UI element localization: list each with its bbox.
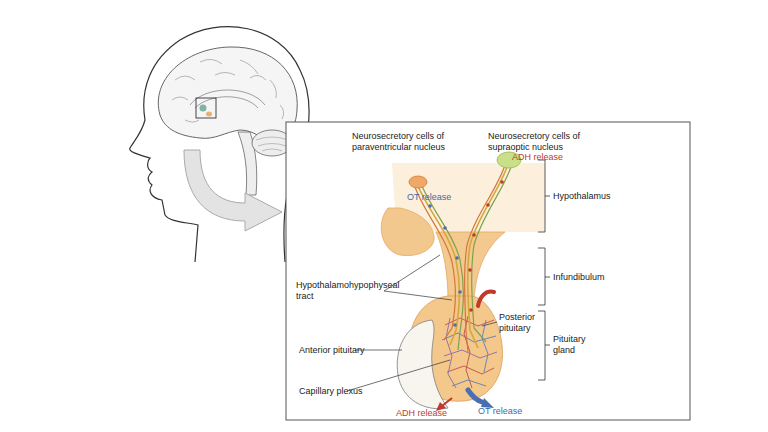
adh-granule xyxy=(500,180,504,184)
brain xyxy=(158,47,297,140)
release-label: OT release xyxy=(407,192,451,203)
hormone-granules xyxy=(428,180,504,327)
hypothalamus-highlight xyxy=(200,105,207,112)
leader-lines xyxy=(347,255,497,391)
bracket xyxy=(538,248,550,305)
adh-granule xyxy=(486,203,490,207)
anterior-pituitary xyxy=(397,320,448,409)
brackets xyxy=(538,160,550,380)
adh-granule xyxy=(472,233,476,237)
paraventricular-nucleus xyxy=(409,176,427,188)
head-outline xyxy=(130,27,309,262)
axon xyxy=(422,186,463,350)
ot-release-vessel xyxy=(468,390,482,402)
bracket xyxy=(538,160,550,232)
part-label: Hypothalamohypophyseal tract xyxy=(296,280,388,302)
capillary xyxy=(447,366,494,374)
ot-granule xyxy=(455,256,459,260)
adh-granule xyxy=(468,268,472,272)
zoom-box xyxy=(196,98,216,118)
part-label: Capillary plexus xyxy=(299,386,363,397)
brain-sulci xyxy=(172,59,284,122)
part-label: Neurosecretory cells of supraoptic nucle… xyxy=(488,131,606,153)
part-label: Posterior pituitary xyxy=(499,312,549,334)
bracket xyxy=(538,311,550,380)
region-label: Hypothalamus xyxy=(553,191,611,202)
adh-granule xyxy=(469,308,473,312)
blood-vessel-in xyxy=(478,292,494,306)
release-label: ADH release xyxy=(512,152,563,163)
release-label: ADH release xyxy=(396,408,447,419)
cerebellum-folds xyxy=(256,137,288,151)
part-label: Anterior pituitary xyxy=(299,345,365,356)
ot-granule xyxy=(458,290,462,294)
optic-chiasm xyxy=(381,208,434,256)
capillary xyxy=(482,320,488,372)
pituitary-highlight xyxy=(206,112,212,117)
inset-frame xyxy=(286,122,690,420)
leader-line xyxy=(384,291,452,300)
ot-granule xyxy=(428,204,432,208)
region-label: Pituitary gland xyxy=(553,334,603,356)
part-label: Neurosecretory cells of paraventricular … xyxy=(352,131,482,153)
region-label: Infundibulum xyxy=(553,272,605,283)
zoom-arrow xyxy=(184,150,282,231)
ot-granule xyxy=(453,323,457,327)
leader-line xyxy=(482,322,497,326)
release-label: OT release xyxy=(478,406,522,417)
axon xyxy=(415,187,455,340)
adh-release-arrow xyxy=(442,398,452,406)
ot-granule xyxy=(443,226,447,230)
leader-line xyxy=(384,255,440,291)
capillary xyxy=(452,380,486,386)
axon xyxy=(465,165,505,352)
capillary xyxy=(442,333,496,342)
